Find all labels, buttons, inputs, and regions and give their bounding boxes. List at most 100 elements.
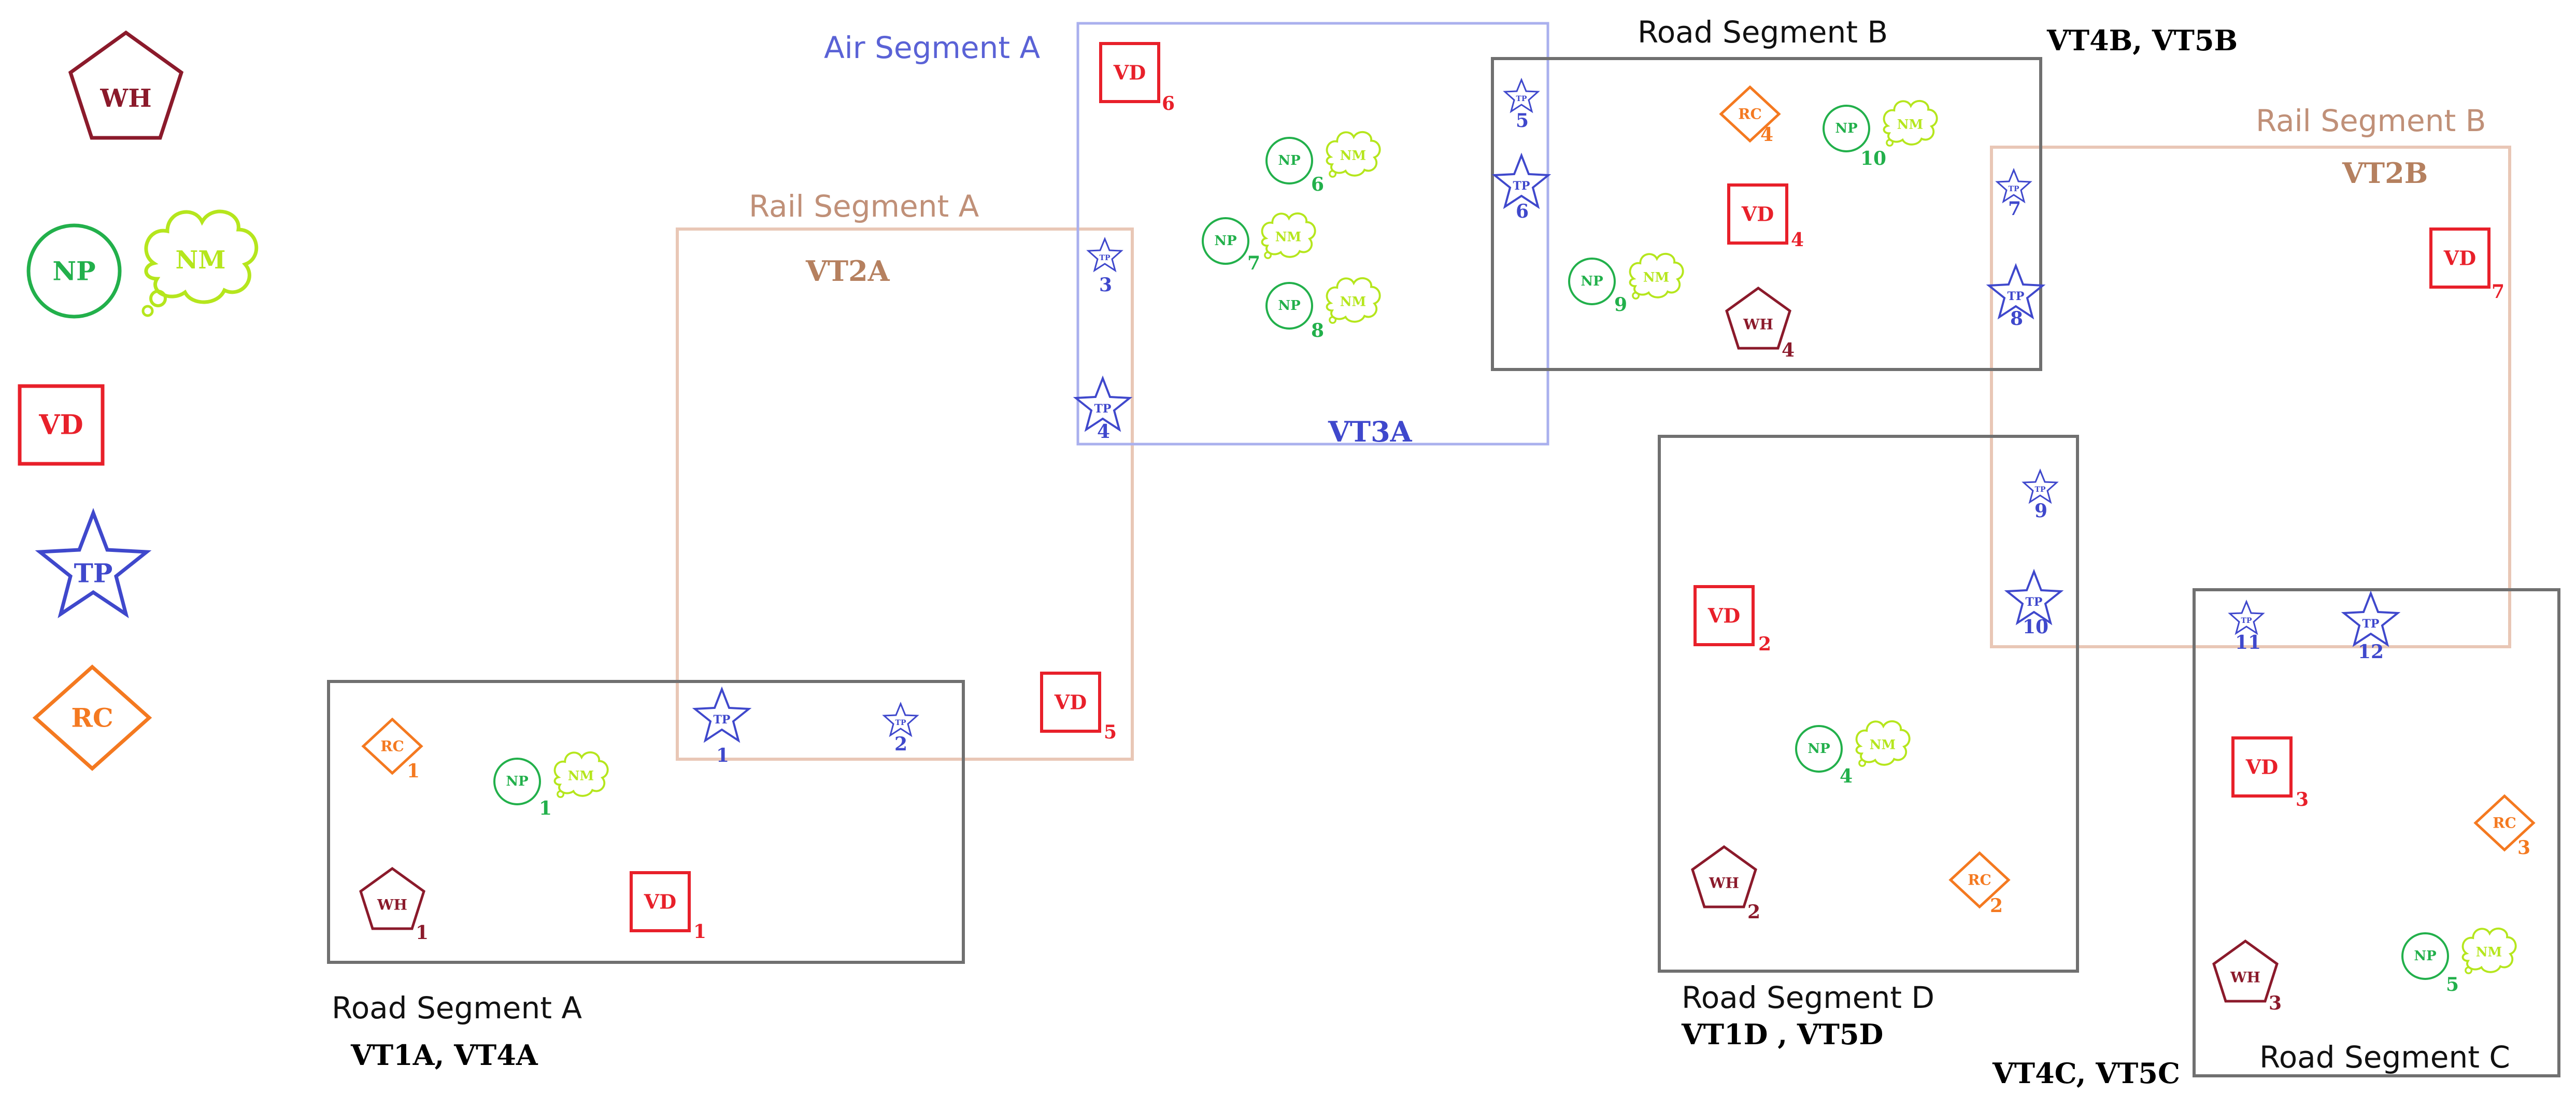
vd-node-label: VD [2245, 756, 2278, 779]
tp-node: TP [1491, 152, 1552, 209]
np-node: NP [1265, 137, 1313, 184]
vd-index-5: 5 [1104, 721, 1117, 743]
wh-node-label: WH [2230, 969, 2260, 986]
vd-node: VD [2231, 736, 2293, 798]
nm-node: NM [1855, 720, 1911, 767]
vd-index-2: 2 [1758, 633, 1771, 655]
rc-node: RC [1719, 85, 1781, 143]
legend-rc-icon: RC [32, 664, 152, 771]
tp-node-label: TP [2026, 595, 2043, 609]
road-segment-c-box [2193, 588, 2560, 1077]
rail-segment-b-box [1990, 146, 2511, 648]
vd-node: VD [1099, 42, 1160, 103]
np-node: NP [493, 758, 541, 805]
tp-index-5: 5 [1516, 110, 1529, 132]
tp-node: TP [1086, 237, 1123, 273]
np-node-label: NP [1808, 741, 1830, 757]
tp-index-3: 3 [1099, 274, 1112, 296]
nm-node: NM [553, 751, 609, 798]
wh-node: WH 1 [359, 866, 425, 930]
vd-node-label: VD [1741, 203, 1774, 226]
tp-node: TP [2228, 600, 2265, 635]
vd-node: VD [2429, 227, 2490, 289]
nm-node-label: NM [1897, 117, 1923, 132]
np-index-10: 10 [1860, 148, 1886, 169]
np-node-label: NP [2414, 948, 2436, 964]
road-segment-c-vehicles: VT4C, VT5C [1992, 1057, 2180, 1090]
rc-node: RC [361, 717, 423, 775]
vd-node: VD [1040, 672, 1101, 733]
nm-node-label: NM [1340, 294, 1366, 309]
tp-index-4: 4 [1097, 421, 1110, 443]
rail-segment-a-box [676, 227, 1134, 761]
nm-node: NM [2461, 927, 2517, 974]
road-segment-d-label: Road Segment D [1682, 980, 1934, 1015]
tp-node-label: TP [2241, 617, 2252, 625]
vd-index-7: 7 [2492, 281, 2504, 303]
nm-node-label: NM [1643, 269, 1669, 285]
air-segment-a-vehicles: VT3A [1328, 415, 1413, 448]
wh-index-3: 3 [2269, 992, 2282, 1014]
np-index-1: 1 [539, 798, 552, 819]
nm-node: NM [1629, 252, 1684, 300]
road-segment-b-box [1491, 57, 2042, 371]
rc-node-label: RC [380, 738, 404, 755]
nm-node-label: NM [1870, 737, 1896, 752]
vd-index-4: 4 [1791, 229, 1804, 251]
legend-nm-label: NM [175, 246, 225, 275]
wh-index-1: 1 [416, 922, 429, 944]
tp-node: TP [2022, 468, 2059, 504]
vd-node-label: VD [1054, 691, 1087, 714]
np-node-label: NP [506, 774, 528, 789]
legend-wh-icon: WH [68, 30, 184, 140]
np-node-label: NP [1835, 121, 1857, 136]
np-node: NP [1795, 725, 1843, 773]
tp-node: TP [1503, 78, 1540, 113]
np-index-4: 4 [1840, 765, 1853, 787]
rail-segment-a-label: Rail Segment A [749, 189, 979, 224]
vd-index-6: 6 [1162, 93, 1175, 115]
np-node: NP [1823, 105, 1870, 152]
tp-node-label: TP [895, 719, 906, 727]
tp-index-8: 8 [2010, 308, 2023, 330]
np-node-label: NP [1581, 274, 1603, 289]
road-segment-d-vehicles: VT1D , VT5D [1681, 1018, 1883, 1051]
tp-node-label: TP [2362, 617, 2380, 631]
wh-node-label: WH [377, 897, 407, 914]
legend-rc-label: RC [71, 703, 113, 733]
rc-index-4: 4 [1760, 124, 1773, 146]
tp-node: TP [1073, 375, 1133, 432]
tp-index-10: 10 [2023, 616, 2048, 638]
tp-index-12: 12 [2358, 641, 2384, 663]
tp-index-1: 1 [716, 745, 729, 766]
nm-node-label: NM [1340, 148, 1366, 163]
rc-index-1: 1 [407, 760, 420, 782]
tp-index-9: 9 [2034, 500, 2047, 522]
tp-node: TP [882, 702, 919, 737]
rc-index-2: 2 [1990, 895, 2003, 917]
tp-node: TP [2341, 590, 2401, 647]
vd-node-label: VD [1113, 61, 1146, 84]
vd-index-3: 3 [2296, 789, 2309, 810]
tp-node-label: TP [2035, 486, 2046, 494]
vd-node: VD [1693, 585, 1755, 646]
wh-index-4: 4 [1782, 339, 1795, 361]
tp-node-label: TP [1094, 402, 1112, 416]
air-segment-a-label: Air Segment A [824, 30, 1041, 65]
legend-vd-label: VD [38, 409, 83, 441]
road-segment-c-label: Road Segment C [2259, 1040, 2510, 1075]
rc-node-label: RC [1738, 106, 1762, 123]
wh-node-label: WH [1709, 875, 1739, 892]
rail-segment-b-label: Rail Segment B [2256, 103, 2486, 138]
legend-vd-icon: VD [18, 384, 105, 466]
tp-index-11: 11 [2235, 632, 2261, 653]
np-node-label: NP [1278, 298, 1300, 314]
np-node: NP [1265, 282, 1313, 330]
legend: WH NP NM VD TP RC [18, 30, 259, 771]
vd-node-label: VD [644, 890, 676, 914]
tp-node-label: TP [2008, 290, 2025, 303]
tp-node: TP [1995, 168, 2032, 204]
road-segment-b-label: Road Segment B [1638, 15, 1888, 50]
np-node: NP [1202, 217, 1249, 265]
